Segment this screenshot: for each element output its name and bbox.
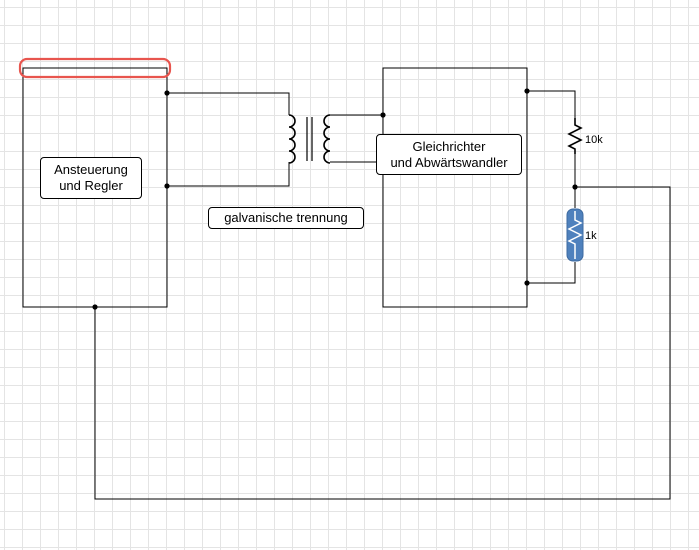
junction-dot — [572, 184, 578, 190]
resistor-1k-icon[interactable] — [566, 208, 584, 262]
junction-dot — [164, 90, 170, 96]
controller-label[interactable]: Ansteuerung und Regler — [40, 157, 142, 199]
rectifier-block[interactable] — [382, 67, 528, 308]
junction-dot — [92, 304, 98, 310]
controller-label-line1: Ansteuerung — [54, 162, 128, 177]
rectifier-label-line2: und Abwärtswandler — [390, 155, 508, 170]
wire-r1k-to-rect — [527, 262, 576, 284]
wire-ctrl-to-transformer-top — [167, 92, 290, 115]
rectifier-label[interactable]: Gleichrichter und Abwärtswandler — [376, 134, 522, 175]
wire-rect-to-r10k — [527, 90, 576, 118]
junction-dot — [380, 112, 386, 118]
junction-dot — [164, 183, 170, 189]
resistor-10k-value: 10k — [585, 134, 603, 146]
junction-dot — [524, 88, 530, 94]
junction-dots — [92, 88, 578, 310]
wire-feedback — [94, 186, 671, 500]
rectifier-label-line1: Gleichrichter — [412, 139, 486, 154]
isolation-label[interactable]: galvanische trennung — [208, 207, 364, 229]
selection-highlight[interactable] — [18, 57, 172, 79]
controller-label-line2: und Regler — [59, 178, 123, 193]
junction-dot — [524, 280, 530, 286]
resistor-10k-icon[interactable] — [567, 118, 583, 154]
wire-ctrl-to-transformer-bottom — [167, 162, 290, 187]
wires — [94, 90, 671, 500]
resistor-1k-value: 1k — [585, 230, 597, 242]
transformer-icon[interactable] — [288, 114, 331, 164]
isolation-label-text: galvanische trennung — [224, 210, 348, 225]
